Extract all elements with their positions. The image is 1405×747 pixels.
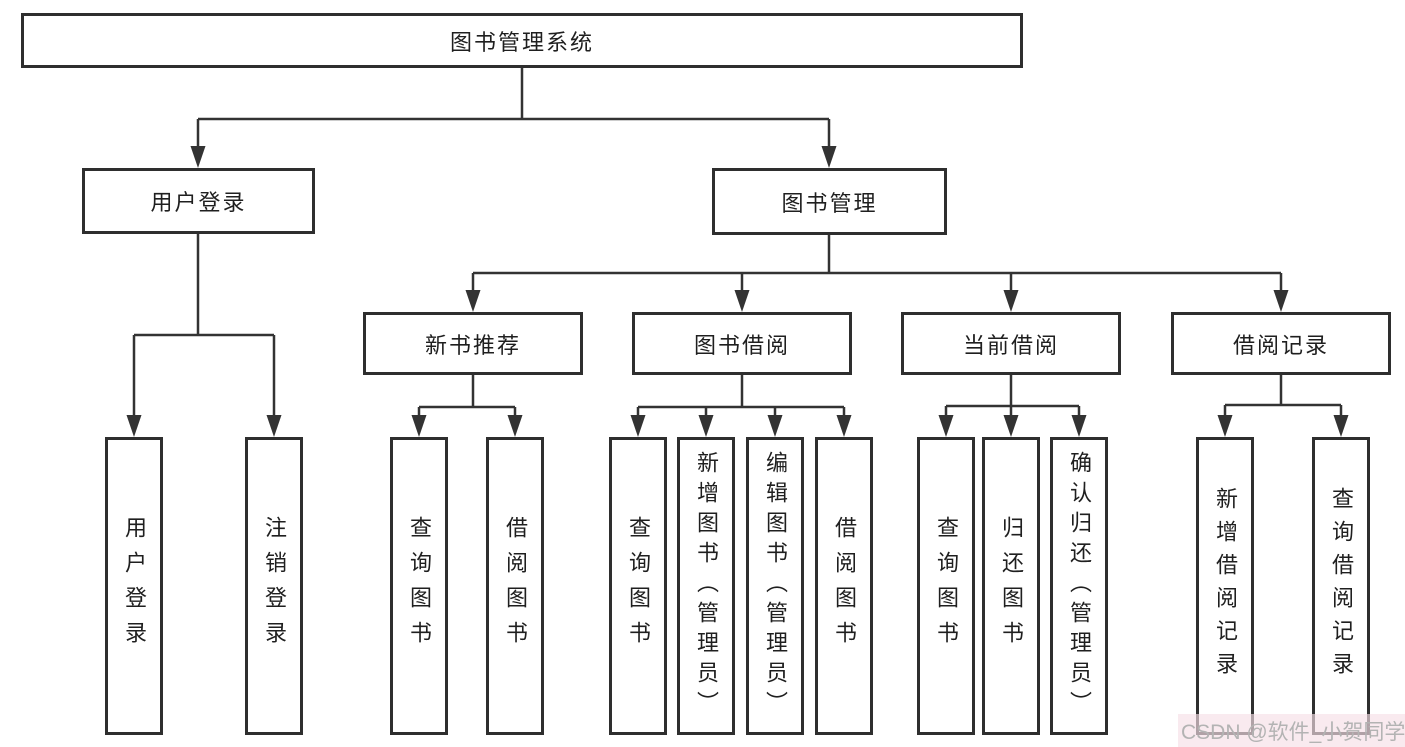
leaf-logout: 注销登录	[245, 437, 303, 735]
leaf-query-books-3-label: 查询图书	[934, 516, 959, 656]
node-current-borrow-label: 当前借阅	[962, 332, 1059, 358]
leaf-borrow-books-1-label: 借阅图书	[503, 516, 528, 656]
leaf-query-books-1-label: 查询图书	[407, 516, 432, 656]
node-book-borrow-label: 图书借阅	[693, 332, 790, 358]
leaf-query-books-3: 查询图书	[917, 437, 975, 735]
node-user-login-branch: 用户登录	[82, 168, 315, 234]
leaf-query-books-2-label: 查询图书	[626, 516, 651, 656]
leaf-query-borrow-record-label: 查询借阅记录	[1329, 487, 1354, 685]
watermark-text: CSDN @软件_小贺同学	[1181, 721, 1405, 744]
node-borrow-records: 借阅记录	[1171, 312, 1391, 375]
leaf-borrow-books-2: 借阅图书	[815, 437, 873, 735]
node-new-book-recommend: 新书推荐	[363, 312, 583, 375]
node-book-borrow: 图书借阅	[632, 312, 852, 375]
leaf-user-login-label: 用户登录	[122, 516, 147, 656]
node-borrow-records-label: 借阅记录	[1232, 332, 1329, 358]
arrowheads	[126, 146, 1349, 437]
leaf-add-books-admin: 新增图书（管理员）	[677, 437, 735, 735]
leaf-borrow-books-2-label: 借阅图书	[832, 516, 857, 656]
leaf-logout-label: 注销登录	[262, 516, 287, 656]
node-user-login-branch-label: 用户登录	[150, 190, 247, 215]
leaf-query-borrow-record: 查询借阅记录	[1312, 437, 1370, 735]
node-current-borrow: 当前借阅	[901, 312, 1121, 375]
leaf-add-borrow-record: 新增借阅记录	[1196, 437, 1254, 735]
leaf-query-books-1: 查询图书	[390, 437, 448, 735]
node-book-management-branch-label: 图书管理	[781, 190, 878, 216]
leaf-confirm-return-admin: 确认归还（管理员）	[1050, 437, 1108, 735]
leaf-return-books-label: 归还图书	[999, 516, 1024, 656]
leaf-user-login: 用户登录	[105, 437, 163, 735]
watermark-background	[1178, 714, 1405, 747]
node-book-management-branch: 图书管理	[712, 168, 947, 235]
leaf-add-books-admin-label: 新增图书（管理员）	[694, 451, 719, 721]
leaf-return-books: 归还图书	[982, 437, 1040, 735]
leaf-borrow-books-1: 借阅图书	[486, 437, 544, 735]
leaf-edit-books-admin: 编辑图书（管理员）	[746, 437, 804, 735]
node-root-label: 图书管理系统	[449, 29, 594, 55]
leaf-confirm-return-admin-label: 确认归还（管理员）	[1067, 451, 1092, 721]
leaf-query-books-2: 查询图书	[609, 437, 667, 735]
node-new-book-recommend-label: 新书推荐	[424, 332, 521, 358]
leaf-add-borrow-record-label: 新增借阅记录	[1213, 487, 1238, 685]
node-root-system: 图书管理系统	[21, 13, 1023, 68]
leaf-edit-books-admin-label: 编辑图书（管理员）	[763, 451, 788, 721]
